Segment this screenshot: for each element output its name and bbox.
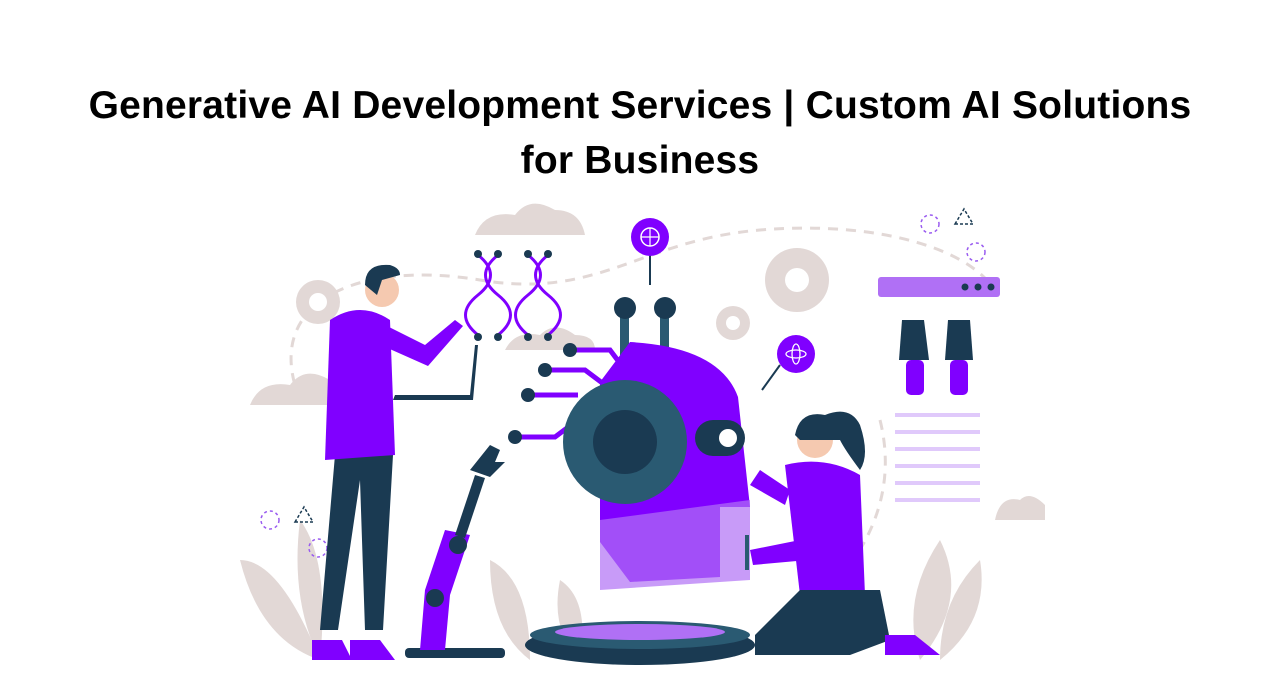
circuit-nodes (508, 343, 577, 444)
dna-icon (464, 250, 562, 341)
panel-text-lines (895, 413, 980, 502)
robot-head-icon (563, 297, 750, 590)
robot-hand-icon (899, 320, 973, 395)
robotic-arm-icon (405, 445, 505, 658)
gear-icon (296, 248, 829, 340)
page-title: Generative AI Development Services | Cus… (0, 78, 1280, 188)
dotted-circle-decor (260, 214, 986, 558)
title-line-2: for Business (520, 139, 760, 183)
dotted-triangle-decor (293, 207, 975, 523)
globe-icon (631, 218, 669, 285)
man-with-laptop (312, 264, 478, 660)
atom-icon (761, 335, 815, 391)
woman-with-wrench (745, 411, 940, 655)
robot-hand-panel (878, 277, 1000, 502)
hologram-platform (525, 621, 755, 665)
title-line-1: Generative AI Development Services | Cus… (88, 84, 1192, 128)
